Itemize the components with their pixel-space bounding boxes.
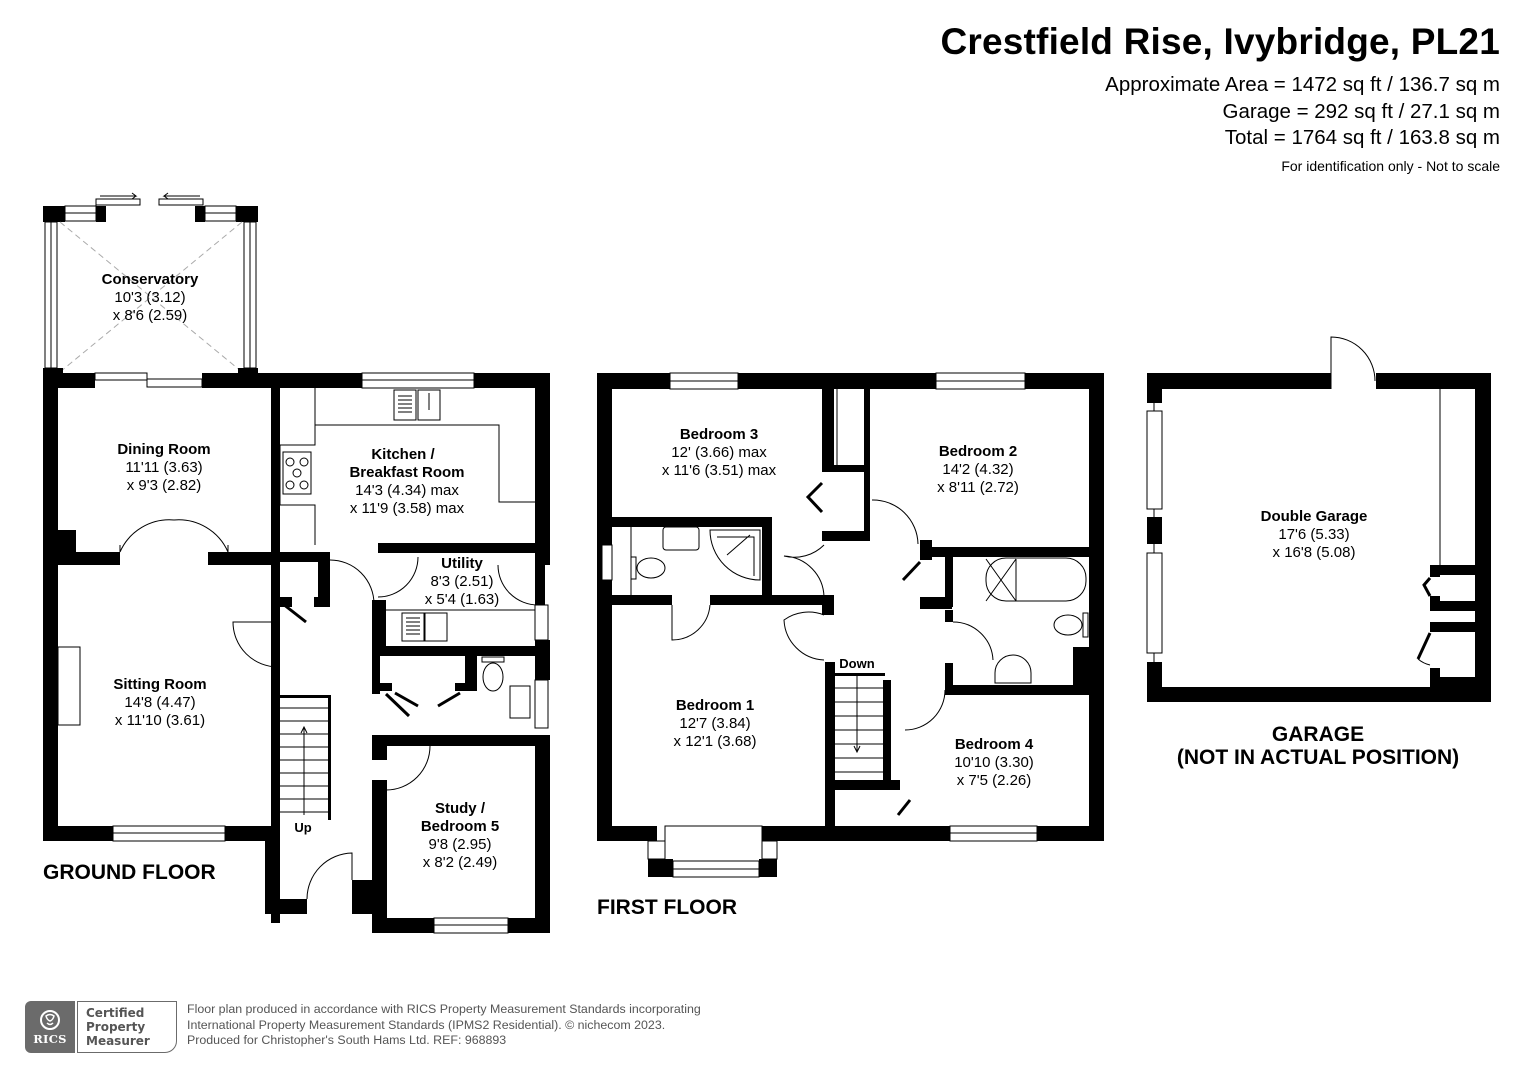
ground-floor-plan: Conservatory 10'3 (3.12) x 8'6 (2.59) Di… bbox=[43, 192, 550, 934]
svg-text:10'10 (3.30): 10'10 (3.30) bbox=[954, 754, 1034, 771]
footer-line-ipms: International Property Measurement Stand… bbox=[187, 1017, 666, 1032]
double-garage-label: Double Garage bbox=[1261, 508, 1368, 525]
svg-text:14'2 (4.32): 14'2 (4.32) bbox=[942, 461, 1013, 478]
ground-floor-fixtures bbox=[57, 388, 539, 900]
approximate-area: Approximate Area = 1472 sq ft / 136.7 sq… bbox=[1105, 73, 1500, 96]
svg-text:x 9'3 (2.82): x 9'3 (2.82) bbox=[127, 477, 202, 494]
svg-text:x 5'4 (1.63): x 5'4 (1.63) bbox=[425, 591, 500, 608]
svg-text:x 12'1 (3.68): x 12'1 (3.68) bbox=[674, 733, 757, 750]
svg-text:9'8 (2.95): 9'8 (2.95) bbox=[429, 836, 492, 853]
kitchen-label: Kitchen / bbox=[371, 446, 435, 463]
certified-measurer-badge: Certified Property Measurer bbox=[77, 1001, 177, 1053]
lion-crest-icon bbox=[40, 1010, 60, 1030]
first-floor-walls bbox=[597, 372, 1104, 878]
svg-text:12'7 (3.84): 12'7 (3.84) bbox=[679, 715, 750, 732]
svg-text:x 11'9 (3.58) max: x 11'9 (3.58) max bbox=[350, 500, 465, 517]
svg-text:x 11'10 (3.61): x 11'10 (3.61) bbox=[115, 712, 205, 729]
sitting-room-label: Sitting Room bbox=[113, 676, 206, 693]
bedroom4-label: Bedroom 4 bbox=[955, 736, 1034, 753]
svg-text:x 11'6 (3.51) max: x 11'6 (3.51) max bbox=[662, 462, 777, 479]
svg-text:11'11 (3.63): 11'11 (3.63) bbox=[125, 459, 202, 476]
garage-plan: Double Garage 17'6 (5.33) x 16'8 (5.08) … bbox=[1146, 336, 1491, 769]
garage-position-note: (NOT IN ACTUAL POSITION) bbox=[1177, 746, 1459, 769]
svg-text:x 8'6 (2.59): x 8'6 (2.59) bbox=[113, 307, 188, 324]
svg-text:14'8 (4.47): 14'8 (4.47) bbox=[124, 694, 195, 711]
garage-label: GARAGE bbox=[1272, 723, 1364, 746]
footer-notes: Floor plan produced in accordance with R… bbox=[187, 1002, 787, 1049]
garage-area: Garage = 292 sq ft / 27.1 sq m bbox=[1222, 99, 1500, 123]
svg-text:12' (3.66) max: 12' (3.66) max bbox=[671, 444, 767, 461]
svg-text:x 16'8 (5.08): x 16'8 (5.08) bbox=[1273, 544, 1356, 561]
kitchen-drainer bbox=[393, 389, 417, 421]
svg-text:8'3 (2.51): 8'3 (2.51) bbox=[431, 573, 494, 590]
svg-text:Breakfast Room: Breakfast Room bbox=[349, 464, 464, 481]
scale-disclaimer: For identification only - Not to scale bbox=[1281, 157, 1500, 174]
svg-text:10'3 (3.12): 10'3 (3.12) bbox=[114, 289, 185, 306]
bedroom2-label: Bedroom 2 bbox=[939, 443, 1017, 460]
rics-logo-text: RICS bbox=[33, 1032, 67, 1046]
stairs-up-label: Up bbox=[294, 820, 311, 835]
bedroom1-label: Bedroom 1 bbox=[676, 697, 754, 714]
property-title: Crestfield Rise, Ivybridge, PL21 bbox=[940, 21, 1500, 62]
stairs-down-label: Down bbox=[839, 656, 874, 671]
svg-text:x 8'11 (2.72): x 8'11 (2.72) bbox=[937, 479, 1019, 496]
ground-floor-walls bbox=[43, 372, 550, 934]
first-floor-label: FIRST FLOOR bbox=[597, 896, 737, 919]
plan-header: Crestfield Rise, Ivybridge, PL21 Approxi… bbox=[940, 20, 1500, 176]
first-floor-fixtures bbox=[630, 389, 1089, 816]
conservatory-structure bbox=[43, 192, 258, 388]
first-floor-plan: Bedroom 3 12' (3.66) max x 11'6 (3.51) m… bbox=[597, 372, 1104, 919]
utility-label: Utility bbox=[441, 555, 483, 572]
svg-text:14'3 (4.34) max: 14'3 (4.34) max bbox=[355, 482, 459, 499]
study-label: Study / bbox=[435, 800, 486, 817]
svg-text:Bedroom 5: Bedroom 5 bbox=[421, 818, 499, 835]
svg-text:17'6 (5.33): 17'6 (5.33) bbox=[1278, 526, 1349, 543]
svg-text:x 8'2 (2.49): x 8'2 (2.49) bbox=[423, 854, 498, 871]
total-area: Total = 1764 sq ft / 163.8 sq m bbox=[1224, 126, 1500, 149]
footer-line-standards: Floor plan produced in accordance with R… bbox=[187, 1002, 701, 1016]
bedroom3-label: Bedroom 3 bbox=[680, 426, 758, 443]
conservatory-label: Conservatory bbox=[102, 271, 199, 288]
dining-room-label: Dining Room bbox=[117, 441, 210, 458]
footer-line-reference: Produced for Christopher's South Hams Lt… bbox=[187, 1033, 507, 1047]
floor-plan-drawing: .w { fill: #000; } .win { fill: #fff; st… bbox=[43, 192, 1491, 934]
svg-text:x 7'5 (2.26): x 7'5 (2.26) bbox=[957, 772, 1032, 789]
ground-floor-label: GROUND FLOOR bbox=[43, 861, 216, 884]
rics-logo: RICS bbox=[25, 1001, 75, 1053]
